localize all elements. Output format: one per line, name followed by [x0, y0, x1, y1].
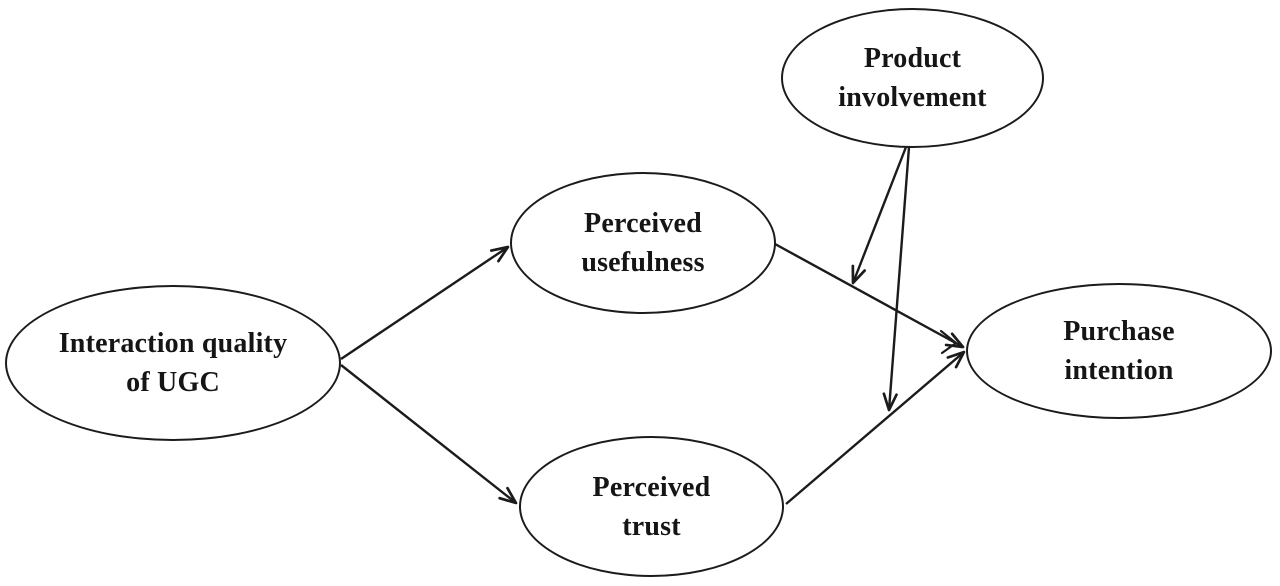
node-label-perceived-usefulness: Perceived usefulness [581, 208, 705, 278]
edge-ugc-to-perceived-trust [340, 364, 518, 505]
node-label-interaction-quality-of-ugc: Interaction quality of UGC [58, 328, 288, 398]
node-label-product-involvement: Product involvement [838, 43, 987, 113]
double-arrowhead-chevron [939, 329, 958, 355]
node-label-perceived-trust: Perceived trust [592, 471, 711, 542]
node-product-involvement: Product involvement [781, 8, 1044, 148]
node-perceived-trust: Perceived trust [519, 436, 784, 577]
node-perceived-usefulness: Perceived usefulness [510, 172, 776, 314]
edge-product-involvement-moderates-usefulness-path [851, 146, 908, 285]
edge-ugc-to-perceived-usefulness [340, 245, 510, 360]
edge-perceived-trust-to-purchase-intention [785, 350, 966, 505]
node-label-purchase-intention: Purchase intention [1063, 316, 1175, 386]
edge-perceived-usefulness-to-purchase-intention [774, 242, 965, 349]
node-interaction-quality-of-ugc: Interaction quality of UGC [5, 285, 341, 441]
node-purchase-intention: Purchase intention [966, 283, 1272, 419]
edge-product-involvement-moderates-trust-path [882, 146, 911, 412]
